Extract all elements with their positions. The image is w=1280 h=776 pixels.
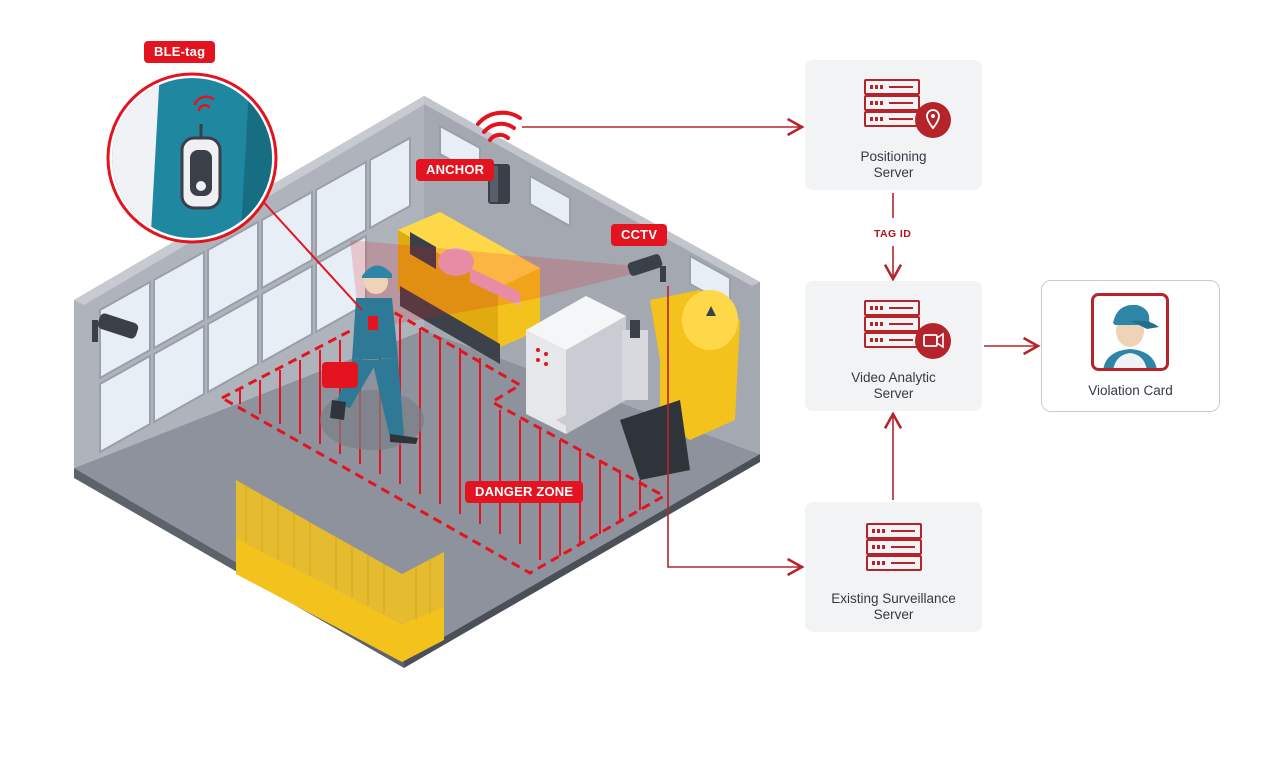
danger-zone-label: DANGER ZONE [465,481,584,503]
surveillance-server-label: Existing Surveillance Server [831,591,956,622]
server-rack-icon [864,79,951,138]
cctv-camera-left [92,313,139,342]
positioning-server-label: Positioning Server [860,149,927,180]
control-cabinet [526,296,640,434]
surveillance-server-card: Existing Surveillance Server [805,502,982,632]
anchor-label: ANCHOR [416,159,495,181]
video-analytic-server-label: Video Analytic Server [851,370,936,401]
violation-card-label: Violation Card [1088,383,1173,398]
violation-card: Violation Card [1041,280,1220,412]
ble-tag-zoom [106,72,278,244]
danger-zone-border [221,308,668,575]
cctv-view-cone [350,240,656,330]
positioning-server-card: Positioning Server [805,60,982,190]
worker-avatar-icon [1091,293,1169,371]
cctv-label: CCTV [611,224,668,246]
anchor-signal-icon [476,110,522,142]
safety-fence [236,480,444,662]
tag-id-label: TAG ID [874,228,912,240]
ble-signal-icon [193,95,215,112]
ble-tag-label: BLE-tag [144,41,216,63]
press-machine [620,290,740,480]
video-analytic-server-card: Video Analytic Server [805,281,982,411]
arrow-cctv-to-surveillance [667,286,805,577]
server-rack-icon [866,523,922,571]
cctv-camera-back [627,254,666,282]
ble-callout-line [257,195,363,311]
lathe-machine [398,212,540,364]
worker-figure [320,265,424,450]
server-rack-icon [864,300,951,359]
